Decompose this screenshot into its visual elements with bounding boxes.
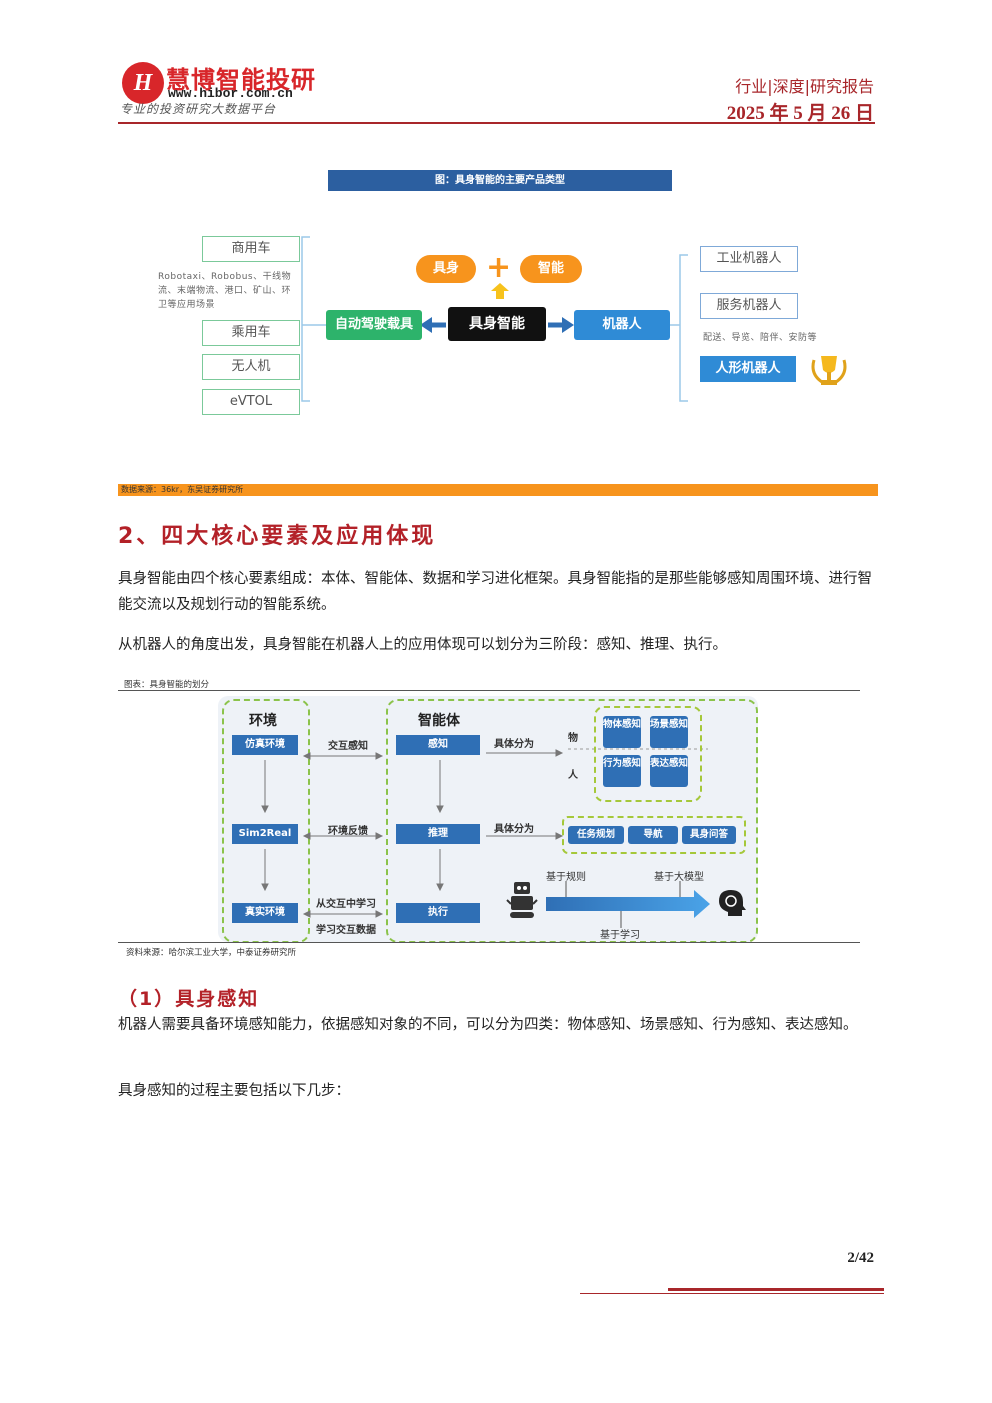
logo-title: 慧博智能投研 bbox=[166, 66, 316, 94]
env-box-sim: 仿真环境 bbox=[232, 735, 298, 755]
mid-label-interact: 交互感知 bbox=[328, 741, 368, 752]
figure2-caption: 图表：具身智能的划分 bbox=[124, 680, 210, 690]
section-para-1: 具身智能由四个核心要素组成：本体、智能体、数据和学习进化框架。具身智能指的是那些… bbox=[118, 571, 872, 613]
report-date: 2025 年 5 月 26 日 bbox=[726, 103, 874, 124]
logo-url: www.hibor.com.cn bbox=[168, 86, 293, 101]
footer-line-thick bbox=[668, 1288, 884, 1291]
subsection-title: （1）具身感知 bbox=[118, 988, 260, 1010]
figure2-arrows bbox=[261, 748, 710, 928]
agent-title: 智能体 bbox=[418, 713, 460, 729]
report-type: 行业|深度|研究报告 bbox=[735, 77, 874, 96]
page-number: 2/42 bbox=[847, 1250, 874, 1266]
brain-head-icon bbox=[719, 890, 746, 916]
right-item-service: 服务机器人 bbox=[700, 293, 798, 319]
plus-sign: + bbox=[486, 250, 512, 285]
mid-label-data: 学习交互数据 bbox=[316, 925, 376, 936]
right-item-industrial: 工业机器人 bbox=[700, 246, 798, 272]
logo-slogan: 专业的投资研究大数据平台 bbox=[120, 102, 277, 116]
center-embodied: 具身智能 bbox=[448, 307, 546, 341]
person-label: 人 bbox=[568, 770, 578, 781]
perception-object: 物体感知 bbox=[603, 716, 641, 748]
reasoning-task-planning: 任务规划 bbox=[568, 826, 624, 844]
subsection-para-1: 机器人需要具备环境感知能力，依据感知对象的不同，可以分为四类：物体感知、场景感知… bbox=[118, 1017, 858, 1033]
header-divider bbox=[118, 122, 875, 124]
left-note: Robotaxi、Robobus、干线物流、末端物流、港口、矿山、环卫等应用场景 bbox=[158, 272, 292, 310]
figure2-bottom-line bbox=[118, 942, 860, 943]
object-label: 物 bbox=[568, 733, 578, 744]
trophy-icon bbox=[811, 356, 847, 385]
left-item-evtol: eVTOL bbox=[202, 389, 300, 415]
hub-autonomous: 自动驾驶载具 bbox=[326, 310, 422, 340]
mid-label-learn: 从交互中学习 bbox=[316, 899, 376, 910]
footer-line-thin bbox=[580, 1293, 884, 1294]
mid-label-feedback: 环境反馈 bbox=[328, 826, 368, 837]
figure2-top-line bbox=[118, 690, 860, 691]
figure1-connectors bbox=[301, 236, 688, 402]
perception-group bbox=[594, 706, 702, 802]
split-label-reason: 具体分为 bbox=[494, 824, 534, 835]
figure1-source: 数据来源：36kr，东吴证券研究所 bbox=[118, 484, 878, 496]
right-item-humanoid: 人形机器人 bbox=[700, 356, 796, 382]
pill-intelligence: 智能 bbox=[520, 255, 582, 283]
robot-icon bbox=[506, 882, 538, 918]
env-box-sim2real: Sim2Real bbox=[232, 824, 298, 844]
reasoning-group bbox=[562, 816, 746, 854]
left-item-commercial: 商用车 bbox=[202, 236, 300, 262]
hub-robot: 机器人 bbox=[574, 310, 670, 340]
perception-behavior: 行为感知 bbox=[603, 755, 641, 787]
figure1-title: 图：具身智能的主要产品类型 bbox=[328, 170, 672, 191]
subsection-para-2: 具身感知的过程主要包括以下几步： bbox=[118, 1083, 350, 1099]
env-title: 环境 bbox=[249, 713, 277, 729]
agent-box-perceive: 感知 bbox=[396, 735, 480, 755]
pill-embodied: 具身 bbox=[416, 255, 476, 283]
left-item-passenger: 乘用车 bbox=[202, 320, 300, 346]
agent-box-reason: 推理 bbox=[396, 824, 480, 844]
section-para-2: 从机器人的角度出发，具身智能在机器人上的应用体现可以划分为三阶段：感知、推理、执… bbox=[118, 637, 727, 653]
agent-box-execute: 执行 bbox=[396, 903, 480, 923]
right-note: 配送、导览、陪伴、安防等 bbox=[703, 333, 818, 343]
perception-scene: 场景感知 bbox=[650, 716, 688, 748]
reasoning-qa: 具身问答 bbox=[682, 826, 736, 844]
reasoning-navigation: 导航 bbox=[628, 826, 678, 844]
split-label-perceive: 具体分为 bbox=[494, 739, 534, 750]
perception-expression: 表达感知 bbox=[650, 755, 688, 787]
exec-learn-label: 基于学习 bbox=[600, 930, 640, 941]
exec-model-label: 基于大模型 bbox=[654, 872, 704, 883]
section-title: 2、四大核心要素及应用体现 bbox=[118, 524, 437, 549]
left-item-drone: 无人机 bbox=[202, 354, 300, 380]
logo-mark: H bbox=[122, 62, 164, 104]
figure2-source: 资料来源：哈尔滨工业大学，中泰证券研究所 bbox=[126, 948, 297, 958]
exec-rule-label: 基于规则 bbox=[546, 872, 586, 883]
env-box-real: 真实环境 bbox=[232, 903, 298, 923]
